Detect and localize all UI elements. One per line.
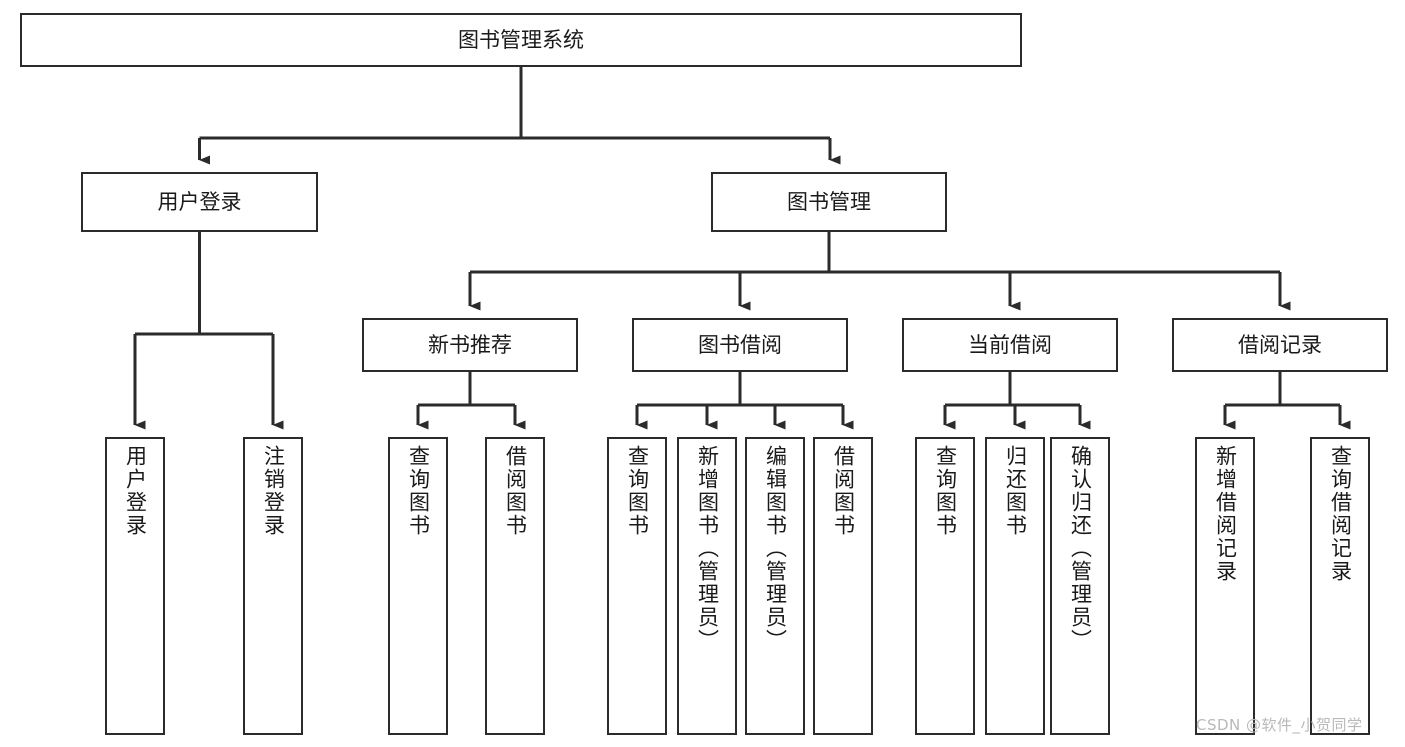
node-leaf-confirm-return-label: 确认归还（管理员） bbox=[1068, 445, 1093, 652]
node-new-book-rec-label: 新书推荐 bbox=[428, 332, 512, 357]
node-leaf-edit-book[interactable]: 编辑图书（管理员） bbox=[745, 437, 805, 735]
node-leaf-edit-book-label: 编辑图书（管理员） bbox=[763, 445, 788, 652]
node-leaf-borrow-book-rec-label: 借阅图书 bbox=[503, 445, 528, 537]
node-borrow-record[interactable]: 借阅记录 bbox=[1172, 318, 1388, 372]
node-leaf-add-book-label: 新增图书（管理员） bbox=[695, 445, 720, 652]
node-leaf-borrow-book-rec[interactable]: 借阅图书 bbox=[485, 437, 545, 735]
node-book-borrow[interactable]: 图书借阅 bbox=[632, 318, 848, 372]
edge-group-current-borrow bbox=[943, 372, 1091, 430]
node-root-label: 图书管理系统 bbox=[458, 27, 584, 52]
node-user-login[interactable]: 用户登录 bbox=[81, 172, 318, 232]
node-borrow-record-label: 借阅记录 bbox=[1238, 332, 1322, 357]
edge-group-borrow-record bbox=[1223, 372, 1351, 430]
node-leaf-add-record-label: 新增借阅记录 bbox=[1213, 445, 1238, 583]
node-root[interactable]: 图书管理系统 bbox=[20, 13, 1022, 67]
node-leaf-query-book-rec-label: 查询图书 bbox=[406, 445, 431, 537]
node-new-book-rec[interactable]: 新书推荐 bbox=[362, 318, 578, 372]
node-leaf-borrow-book-label: 借阅图书 bbox=[831, 445, 856, 537]
node-leaf-logout[interactable]: 注销登录 bbox=[243, 437, 303, 735]
node-leaf-return-book[interactable]: 归还图书 bbox=[985, 437, 1045, 735]
node-leaf-query-book-cur-label: 查询图书 bbox=[933, 445, 958, 537]
node-book-borrow-label: 图书借阅 bbox=[698, 332, 782, 357]
node-current-borrow-label: 当前借阅 bbox=[968, 332, 1052, 357]
node-book-manage-label: 图书管理 bbox=[787, 189, 871, 214]
node-leaf-query-book-cur[interactable]: 查询图书 bbox=[915, 437, 975, 735]
node-leaf-query-book-borrow[interactable]: 查询图书 bbox=[607, 437, 667, 735]
node-leaf-add-book[interactable]: 新增图书（管理员） bbox=[677, 437, 737, 735]
node-leaf-user-login-label: 用户登录 bbox=[123, 445, 148, 537]
node-leaf-user-login[interactable]: 用户登录 bbox=[105, 437, 165, 735]
node-leaf-query-record-label: 查询借阅记录 bbox=[1328, 445, 1353, 583]
node-user-login-label: 用户登录 bbox=[157, 189, 242, 214]
node-leaf-confirm-return[interactable]: 确认归还（管理员） bbox=[1050, 437, 1110, 735]
edge-group-root bbox=[198, 67, 841, 165]
node-leaf-return-book-label: 归还图书 bbox=[1003, 445, 1028, 537]
edge-group-user-login bbox=[133, 232, 284, 430]
node-book-manage[interactable]: 图书管理 bbox=[711, 172, 947, 232]
edge-group-new-book-rec bbox=[416, 372, 526, 430]
node-leaf-query-book-borrow-label: 查询图书 bbox=[625, 445, 650, 537]
edge-group-book-manage bbox=[468, 232, 1291, 311]
node-leaf-query-book-rec[interactable]: 查询图书 bbox=[388, 437, 448, 735]
node-leaf-borrow-book[interactable]: 借阅图书 bbox=[813, 437, 873, 735]
node-leaf-logout-label: 注销登录 bbox=[261, 445, 286, 537]
node-current-borrow[interactable]: 当前借阅 bbox=[902, 318, 1118, 372]
node-leaf-add-record[interactable]: 新增借阅记录 bbox=[1195, 437, 1255, 735]
csdn-watermark: CSDN @软件_小贺同学 bbox=[1196, 716, 1363, 734]
node-leaf-query-record[interactable]: 查询借阅记录 bbox=[1310, 437, 1370, 735]
edge-group-book-borrow bbox=[635, 372, 854, 430]
